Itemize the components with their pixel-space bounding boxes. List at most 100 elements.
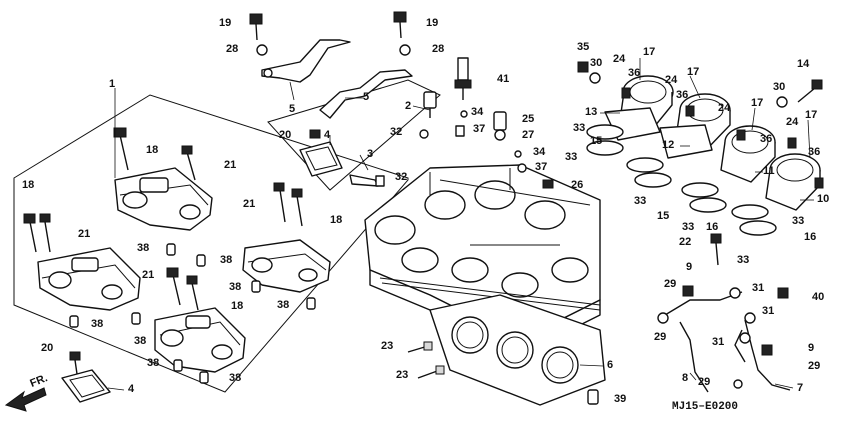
cam-holder-group-outline [13,94,409,393]
callout-29-c: 29 [808,360,821,372]
callout-14: 14 [797,58,810,70]
callout-38-b: 38 [220,254,233,266]
callout-20-left: 20 [41,342,54,354]
cam-holder-bolts [23,127,303,311]
callout-23-upper: 23 [381,340,394,352]
callout-12: 12 [662,139,675,151]
callout-9-lower: 9 [808,342,815,354]
callout-37-upper: 37 [473,123,486,135]
cam-holder-left [37,247,141,311]
callout-38-f: 38 [134,335,147,347]
callout-22: 22 [679,236,692,248]
callout-32-lower: 32 [395,171,408,183]
callout-28-left: 28 [226,43,239,55]
bolt-26 [542,179,554,189]
callout-3: 3 [367,148,374,160]
callout-29-b: 29 [654,331,667,343]
callout-33-f: 33 [792,215,805,227]
callout-24-b: 24 [665,74,678,86]
callout-5-upper: 5 [289,103,296,115]
pin-39 [587,389,599,405]
oil-pipe [657,233,791,393]
insulator-lower-right [765,153,821,211]
bracket-lower [319,69,413,119]
callout-21-c: 21 [243,198,256,210]
callout-40: 40 [812,291,825,303]
sensor-3 [349,174,385,187]
small-bolts-right [577,61,824,189]
callout-21-a: 21 [224,159,237,171]
callout-38-h: 38 [229,372,242,384]
callout-18-d: 18 [231,300,244,312]
callout-18-c: 18 [330,214,343,226]
bracket-bolts [249,11,411,56]
callout-10: 10 [817,193,830,205]
callout-39: 39 [614,393,627,405]
cover-plate-left [61,351,111,403]
callout-24-c: 24 [718,102,731,114]
callout-41: 41 [497,73,510,85]
callout-23-lower: 23 [396,369,409,381]
callout-38-a: 38 [137,242,150,254]
callout-36-c: 36 [760,133,773,145]
callout-26: 26 [571,179,584,191]
callout-31-a: 31 [752,282,765,294]
o-rings [586,124,777,236]
bracket-upper [261,39,351,83]
callout-1: 1 [109,78,116,90]
callout-30-right: 30 [773,81,786,93]
callout-34-upper: 34 [471,106,484,118]
studs [407,341,445,379]
callout-19-left: 19 [219,17,232,29]
callout-29-a: 29 [664,278,677,290]
callout-20-center: 20 [279,129,292,141]
callout-18-a: 18 [146,144,159,156]
callout-4-left: 4 [128,383,135,395]
callout-33-c: 33 [634,195,647,207]
callout-32-upper: 32 [390,126,403,138]
callout-38-e: 38 [91,318,104,330]
diagram-code: MJ15–E0200 [672,401,739,413]
callout-37-lower: 37 [535,161,548,173]
cam-holder-right [242,239,331,293]
callout-9-upper: 9 [686,261,693,273]
callout-6: 6 [607,359,614,371]
callout-18-b: 18 [22,179,35,191]
callout-25: 25 [522,113,535,125]
callout-31-c: 31 [712,336,725,348]
callout-35: 35 [577,41,590,53]
head-gasket [429,294,606,406]
sensor-2 [423,91,437,118]
callout-21-d: 21 [142,269,155,281]
callout-24-a: 24 [613,53,626,65]
callout-36-d: 36 [808,146,821,158]
small-washers [419,110,527,173]
callout-31-b: 31 [762,305,775,317]
cam-holder-upper [114,167,213,231]
callout-33-b: 33 [565,151,578,163]
callout-24-d: 24 [786,116,799,128]
front-arrow-icon [4,387,47,412]
callout-38-g: 38 [147,357,160,369]
callout-36-a: 36 [628,67,641,79]
callout-4-center: 4 [324,129,331,141]
callout-30-left: 30 [590,57,603,69]
callout-33-d: 33 [682,221,695,233]
callout-16-mid: 16 [706,221,719,233]
callout-17-c: 17 [751,97,764,109]
callout-28-right: 28 [432,43,445,55]
dowel-pins [69,243,316,384]
callout-13: 13 [585,106,598,118]
callout-11: 11 [763,165,775,177]
callout-5-lower: 5 [363,91,370,103]
callout-17-d: 17 [805,109,818,121]
callout-2: 2 [405,100,412,112]
callout-36-b: 36 [676,89,689,101]
callout-8: 8 [682,372,689,384]
cam-holder-lower [154,307,246,373]
callout-29-d: 29 [698,376,711,388]
callout-15-lower: 15 [657,210,670,222]
callout-38-c: 38 [229,281,242,293]
